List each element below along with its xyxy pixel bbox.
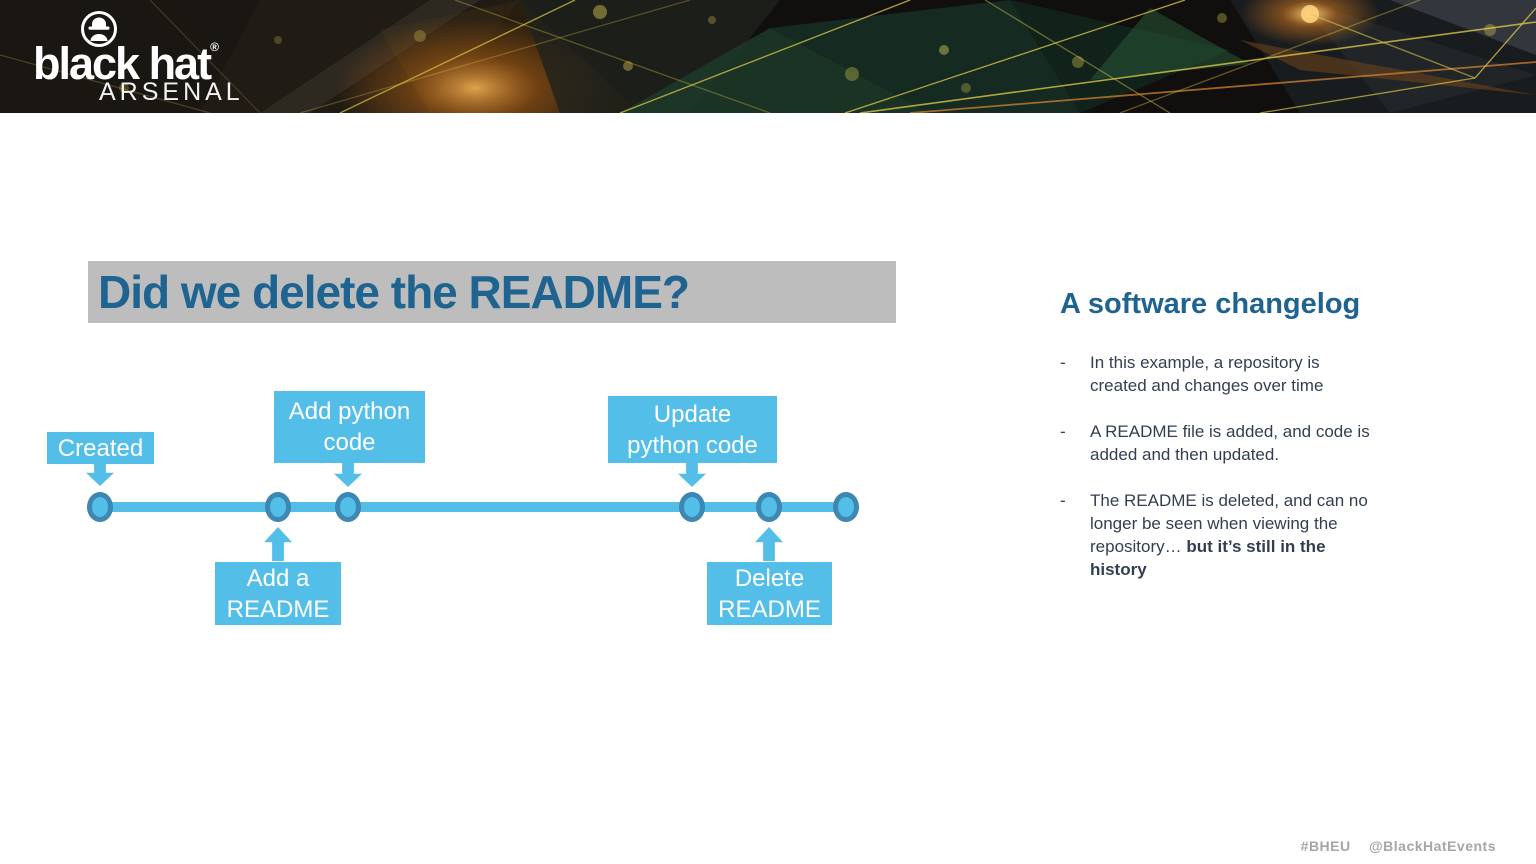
label-line: Created — [57, 434, 144, 462]
bullet-text: The README is deleted, and can no longer… — [1090, 489, 1372, 581]
timeline-label-add-python-code: Add python code — [274, 391, 425, 463]
timeline-node-4 — [679, 492, 705, 522]
label-line: README — [226, 595, 330, 623]
bullet-item: - In this example, a repository is creat… — [1060, 351, 1372, 397]
changelog-heading: A software changelog — [1060, 288, 1361, 320]
registered-mark: ® — [210, 40, 219, 54]
arrow-down-icon — [334, 463, 362, 487]
timeline-label-update-python-code: Update python code — [608, 396, 777, 463]
event-footer: #BHEU @BlackHatEvents — [1287, 838, 1496, 854]
event-handle: @BlackHatEvents — [1369, 838, 1496, 854]
blackhat-logo: black hat® ARSENAL — [0, 0, 260, 113]
bullet-text: A README file is added, and code is adde… — [1090, 420, 1372, 466]
label-line: README — [718, 595, 821, 623]
timeline-label-delete-readme: Delete README — [707, 562, 832, 625]
bullet-text-bold: but it’s still in the history — [1090, 537, 1326, 579]
timeline-node-5 — [756, 492, 782, 522]
event-hashtag: #BHEU — [1300, 838, 1351, 854]
bullet-text-normal: In this example, a repository is created… — [1090, 353, 1324, 395]
label-line: python code — [627, 431, 758, 459]
arrow-up-icon — [755, 527, 783, 561]
arrow-down-icon — [678, 463, 706, 487]
changelog-panel: A software changelog - In this example, … — [1060, 288, 1440, 604]
bullet-item: - The README is deleted, and can no long… — [1060, 489, 1372, 581]
bullet-marker: - — [1060, 422, 1066, 441]
timeline-node-1 — [87, 492, 113, 522]
bullet-text: In this example, a repository is created… — [1090, 351, 1372, 397]
arrow-up-icon — [264, 527, 292, 561]
timeline-node-3 — [335, 492, 361, 522]
label-line: code — [323, 429, 376, 456]
changelog-bullet-list: - In this example, a repository is creat… — [1060, 351, 1372, 581]
banner: black hat® ARSENAL — [0, 0, 1536, 113]
timeline-line — [100, 502, 846, 512]
sub-brand-text: ARSENAL — [99, 78, 244, 106]
brand-text: black hat — [33, 38, 212, 89]
banner-background-art — [0, 0, 1536, 113]
timeline-node-6 — [833, 492, 859, 522]
bullet-text-normal: The README is deleted, and can no longer… — [1090, 491, 1368, 556]
arrow-down-icon — [86, 462, 114, 486]
label-line: Add python — [288, 398, 411, 425]
bullet-marker: - — [1060, 491, 1066, 510]
label-line: Update — [653, 400, 732, 428]
label-line: Add a — [246, 564, 310, 592]
slide-title: Did we delete the README? — [98, 266, 690, 318]
timeline-node-2 — [265, 492, 291, 522]
bullet-marker: - — [1060, 353, 1066, 372]
bullet-item: - A README file is added, and code is ad… — [1060, 420, 1372, 466]
bullet-text-normal: A README file is added, and code is adde… — [1090, 422, 1370, 464]
timeline-label-add-a-readme: Add a README — [215, 562, 341, 625]
blackhat-hat-icon — [81, 11, 117, 47]
timeline-label-created: Created — [47, 432, 154, 464]
brand-wordmark: black hat® — [33, 38, 219, 90]
slide-title-bar: Did we delete the README? — [88, 261, 896, 323]
label-line: Delete — [734, 564, 805, 592]
